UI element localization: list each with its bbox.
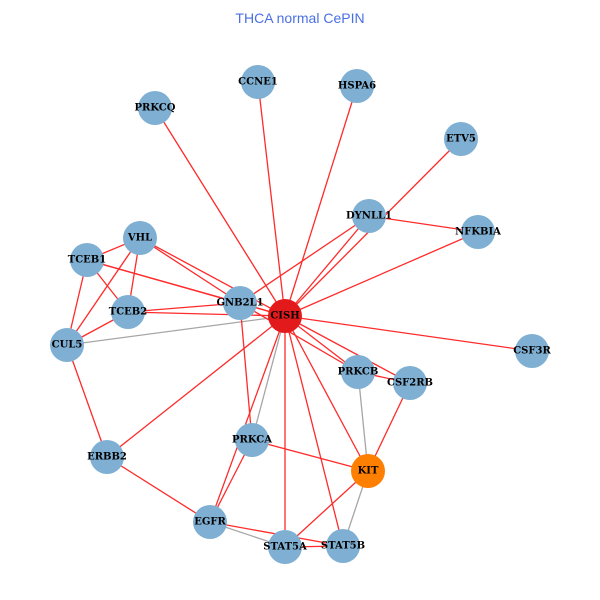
- edge-cish-cul5: [66, 315, 286, 346]
- edge-cish-csf3r: [284, 315, 533, 352]
- node-circle: [223, 286, 257, 320]
- node-circle: [351, 454, 385, 488]
- edge-gnb2l1-prkcb: [239, 302, 359, 373]
- node-label: STAT5A: [263, 542, 307, 553]
- edge-prkca-kit: [251, 439, 369, 472]
- edge-cish-nfkbia: [284, 231, 479, 317]
- node-label: ETV5: [446, 134, 476, 145]
- node-label: DYNLL1: [346, 211, 392, 222]
- edge-cish-vhl: [139, 237, 286, 317]
- node-circle: [241, 65, 275, 99]
- node-circle: [444, 122, 478, 156]
- node-circle: [90, 440, 124, 474]
- node-label: CUL5: [52, 340, 83, 351]
- node-circle: [393, 366, 427, 400]
- edge-cish-hspa6: [284, 85, 358, 317]
- node-label: PRKCA: [232, 435, 272, 446]
- node-label: ERBB2: [87, 452, 127, 463]
- node-hspa6: HSPA6: [338, 69, 376, 103]
- edge-cish-ccne1: [257, 81, 286, 317]
- node-circle: [111, 295, 145, 329]
- node-csf2rb: CSF2RB: [387, 366, 433, 400]
- node-prkcb: PRKCB: [338, 355, 379, 389]
- node-label: HSPA6: [338, 81, 376, 92]
- node-circle: [326, 529, 360, 563]
- edge-gnb2l1-tceb1: [86, 259, 241, 304]
- node-label: NFKBIA: [455, 227, 501, 238]
- node-cish: CISH: [268, 299, 302, 333]
- diagram-title: THCA normal CePIN: [235, 10, 365, 26]
- node-label: KIT: [358, 466, 379, 477]
- edge-cish-csf2rb: [284, 315, 411, 384]
- node-label: CISH: [270, 311, 299, 322]
- node-label: TCEB1: [68, 255, 106, 266]
- edge-cish-dynll1: [284, 215, 370, 317]
- node-label: EGFR: [194, 517, 226, 528]
- node-circle: [123, 221, 157, 255]
- node-circle: [515, 334, 549, 368]
- node-circle: [340, 69, 374, 103]
- edge-dynll1-nfkbia: [368, 215, 479, 233]
- node-prkca: PRKCA: [232, 423, 272, 457]
- node-label: TCEB2: [109, 307, 147, 318]
- node-vhl: VHL: [123, 221, 157, 255]
- node-label: PRKCB: [338, 367, 379, 378]
- node-circle: [268, 530, 302, 564]
- edge-cish-tceb2: [127, 311, 286, 317]
- node-circle: [341, 355, 375, 389]
- node-label: VHL: [127, 233, 152, 244]
- node-stat5b: STAT5B: [321, 529, 365, 563]
- node-circle: [268, 299, 302, 333]
- node-circle: [193, 505, 227, 539]
- node-circle: [70, 243, 104, 277]
- node-label: CCNE1: [238, 77, 278, 88]
- node-prkcq: PRKCQ: [135, 91, 176, 125]
- node-circle: [461, 215, 495, 249]
- edge-cish-prkcq: [154, 107, 286, 317]
- node-circle: [235, 423, 269, 457]
- node-csf3r: CSF3R: [513, 334, 551, 368]
- node-stat5a: STAT5A: [263, 530, 307, 564]
- node-tceb1: TCEB1: [68, 243, 106, 277]
- node-label: PRKCQ: [135, 103, 176, 114]
- edge-gnb2l1-tceb2: [127, 302, 241, 313]
- edge-gnb2l1-prkca: [239, 302, 253, 441]
- node-kit: KIT: [351, 454, 385, 488]
- edge-vhl-cul5: [66, 237, 141, 346]
- edge-cish-egfr: [209, 315, 286, 523]
- node-cul5: CUL5: [50, 328, 84, 362]
- node-label: STAT5B: [321, 541, 365, 552]
- node-circle: [138, 91, 172, 125]
- edge-cul5-erbb2: [66, 344, 108, 458]
- node-label: CSF3R: [513, 346, 551, 357]
- node-circle: [352, 199, 386, 233]
- node-egfr: EGFR: [193, 505, 227, 539]
- node-circle: [50, 328, 84, 362]
- edge-cish-kit: [284, 315, 369, 472]
- edge-gnb2l1-dynll1: [239, 215, 370, 304]
- edge-cish-prkca: [251, 315, 286, 441]
- node-ccne1: CCNE1: [238, 65, 278, 99]
- node-gnb2l1: GNB2L1: [216, 286, 264, 320]
- edge-gnb2l1-vhl: [139, 237, 241, 304]
- node-etv5: ETV5: [444, 122, 478, 156]
- node-tceb2: TCEB2: [109, 295, 147, 329]
- node-label: GNB2L1: [216, 298, 263, 309]
- node-erbb2: ERBB2: [87, 440, 127, 474]
- edge-cish-erbb2: [106, 315, 286, 458]
- node-dynll1: DYNLL1: [346, 199, 392, 233]
- node-nfkbia: NFKBIA: [455, 215, 501, 249]
- edge-erbb2-egfr: [106, 456, 211, 523]
- node-label: CSF2RB: [387, 378, 433, 389]
- edge-cish-stat5b: [284, 315, 344, 547]
- edge-stat5a-kit: [284, 470, 369, 548]
